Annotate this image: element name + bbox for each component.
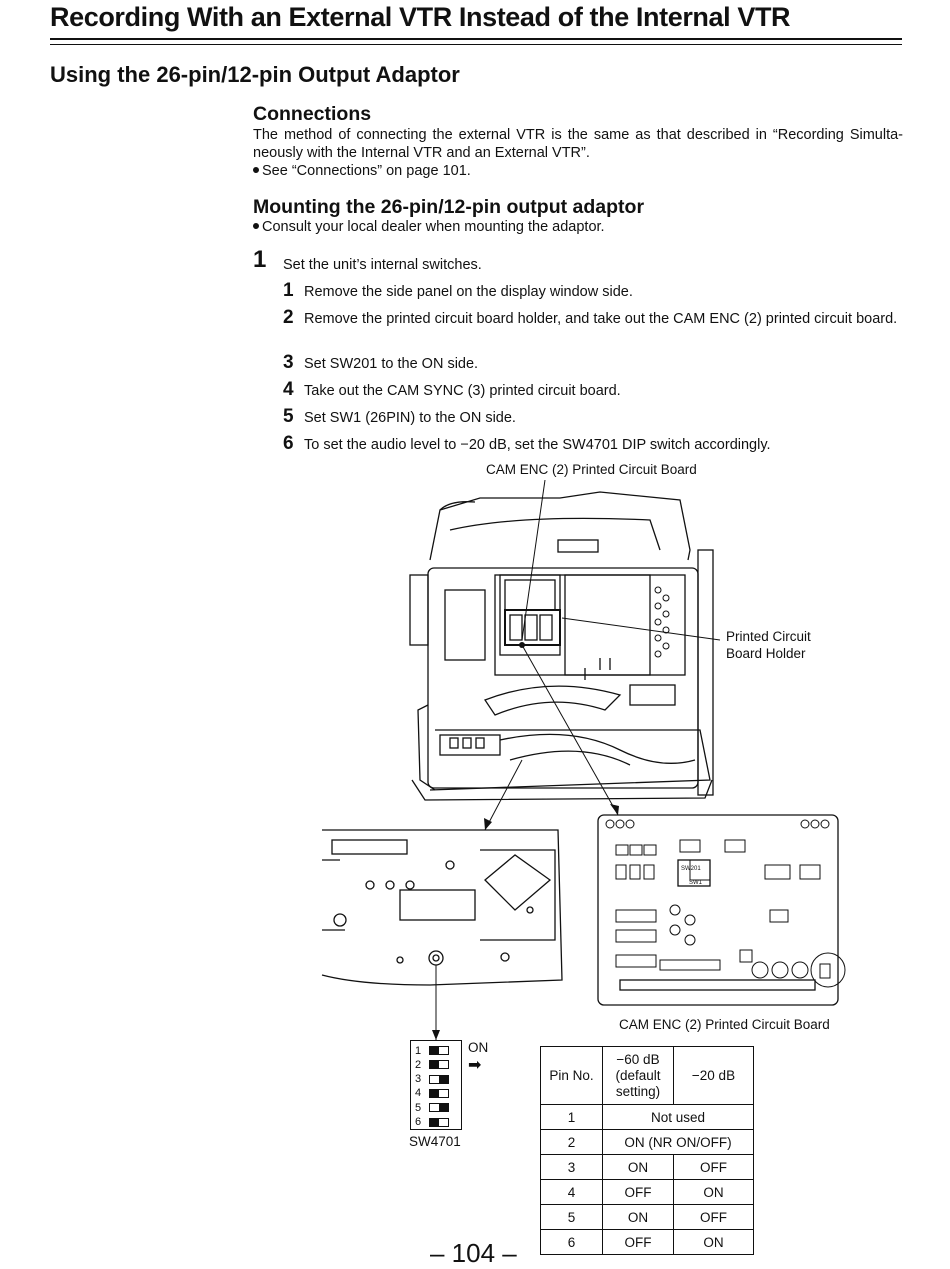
dip-switch-position-label: 6 [415,1116,422,1128]
substep-text: Remove the side panel on the display win… [304,284,633,300]
camera-internal-illustration: SW1 SW201 [321,480,846,1040]
dip-switch-row: 3 [415,1073,449,1086]
table-row: 5 ON OFF [540,1204,754,1230]
dip-switch-toggle [429,1046,449,1055]
mounting-bullet-text: Consult your local dealer when mounting … [262,219,605,235]
table-row: 6 OFF ON [540,1229,754,1255]
table-row: 1 Not used [540,1104,754,1130]
substep-number: 4 [283,379,294,400]
pcb-view: SW1 SW201 [597,814,846,1006]
bullet-dot-icon [253,223,259,229]
table-cell-20db: ON [673,1229,754,1255]
cam-enc-label-bottom: CAM ENC (2) Printed Circuit Board [619,1017,830,1032]
dip-switch-toggle [429,1074,449,1084]
page-number: – 104 – [430,1238,517,1268]
on-label: ON [468,1040,489,1055]
table-cell-20db: OFF [673,1204,754,1230]
table-header-60db: −60 dB (default setting) [602,1046,674,1105]
substep-number: 3 [283,352,294,373]
substep-text: Set SW201 to the ON side. [304,356,479,372]
dip-switch-toggle [429,1088,449,1098]
dip-switch-knob [430,1089,439,1097]
pcb-sw201-label: SW201 [681,866,701,872]
dip-switch-toggle [429,1060,449,1070]
substep-number: 2 [283,307,294,328]
step-text: Set the unit’s internal switches. [283,257,482,273]
pin-settings-table: Pin No. −60 dB (default setting) −20 dB … [540,1046,754,1255]
table-cell-20db: ON [673,1179,754,1205]
dip-switch-toggle [429,1117,449,1127]
table-cell-pin: 2 [540,1129,603,1155]
dip-switch-knob [439,1075,448,1083]
table-row: 4 OFF ON [540,1179,754,1205]
side-panel-view [321,829,563,986]
step-number: 1 [253,246,267,273]
table-cell-pin: 1 [540,1104,603,1130]
table-header-pin: Pin No. [540,1046,603,1105]
substep-text: Take out the CAM SYNC (3) printed circui… [304,383,621,399]
dip-switch-position-label: 3 [415,1073,422,1086]
substep-text: To set the audio level to −20 dB, set th… [304,437,771,453]
connections-bullet-text: See “Connections” on page 101. [262,163,471,179]
dip-switch-position-label: 1 [415,1044,422,1057]
table-cell-60db: ON [602,1154,674,1180]
table-cell-60db: OFF [602,1229,674,1255]
table-cell-merged: ON (NR ON/OFF) [602,1129,754,1155]
table-cell-pin: 3 [540,1154,603,1180]
dip-switch-toggle [429,1103,449,1113]
title-rule [50,38,902,40]
dip-switch-label: SW4701 [409,1134,461,1149]
substep-number: 1 [283,280,294,301]
dip-switch-row: 1 [415,1044,449,1057]
dip-switch-row: 2 [415,1058,449,1071]
connections-text: The method of connecting the external VT… [253,127,903,161]
dip-switch-position-label: 5 [415,1101,422,1114]
page-title: Recording With an External VTR Instead o… [50,2,791,32]
substep-text: Remove the printed circuit board holder,… [304,311,898,327]
substep-text: Set SW1 (26PIN) to the ON side. [304,410,516,426]
dip-switch-row: 6 [415,1116,449,1129]
bullet-dot-icon [253,167,259,173]
substep-number: 5 [283,406,294,427]
table-cell-60db: ON [602,1204,674,1230]
dip-switch-knob [439,1104,448,1112]
leader-lines [484,480,721,831]
title-rule-thin [50,44,902,45]
arrowheads [484,642,619,830]
mounting-heading: Mounting the 26-pin/12-pin output adapto… [253,196,645,218]
dip-switch-row: 5 [415,1101,449,1114]
dip-switch-knob [430,1118,439,1126]
holder-label-line2: Board Holder [726,646,806,661]
table-cell-60db: OFF [602,1179,674,1205]
dip-pointer-arrow [432,1030,440,1040]
dip-switch-knob [430,1061,439,1069]
connections-bullet: See “Connections” on page 101. [253,162,471,180]
holder-label-line1: Printed Circuit [726,629,811,644]
substep-number: 6 [283,433,294,454]
right-arrow-icon: ➡ [468,1057,482,1074]
table-cell-pin: 4 [540,1179,603,1205]
section-subtitle: Using the 26-pin/12-pin Output Adaptor [50,62,460,87]
table-header-20db: −20 dB [673,1046,754,1105]
table-row: 2 ON (NR ON/OFF) [540,1129,754,1155]
connections-heading: Connections [253,103,372,125]
table-cell-pin: 6 [540,1229,603,1255]
pcb-sw1-label: SW1 [689,880,703,886]
table-cell-merged: Not used [602,1104,754,1130]
table-cell-20db: OFF [673,1154,754,1180]
dip-switch-position-label: 2 [415,1058,422,1071]
mounting-bullet: Consult your local dealer when mounting … [253,218,605,236]
table-row: 3 ON OFF [540,1154,754,1180]
dip-switch-row: 4 [415,1087,449,1100]
cam-enc-label-top: CAM ENC (2) Printed Circuit Board [486,462,697,477]
dip-switch-position-label: 4 [415,1087,422,1100]
dip-switch-knob [430,1047,439,1054]
camera-body-drawing [409,491,714,801]
table-cell-pin: 5 [540,1204,603,1230]
